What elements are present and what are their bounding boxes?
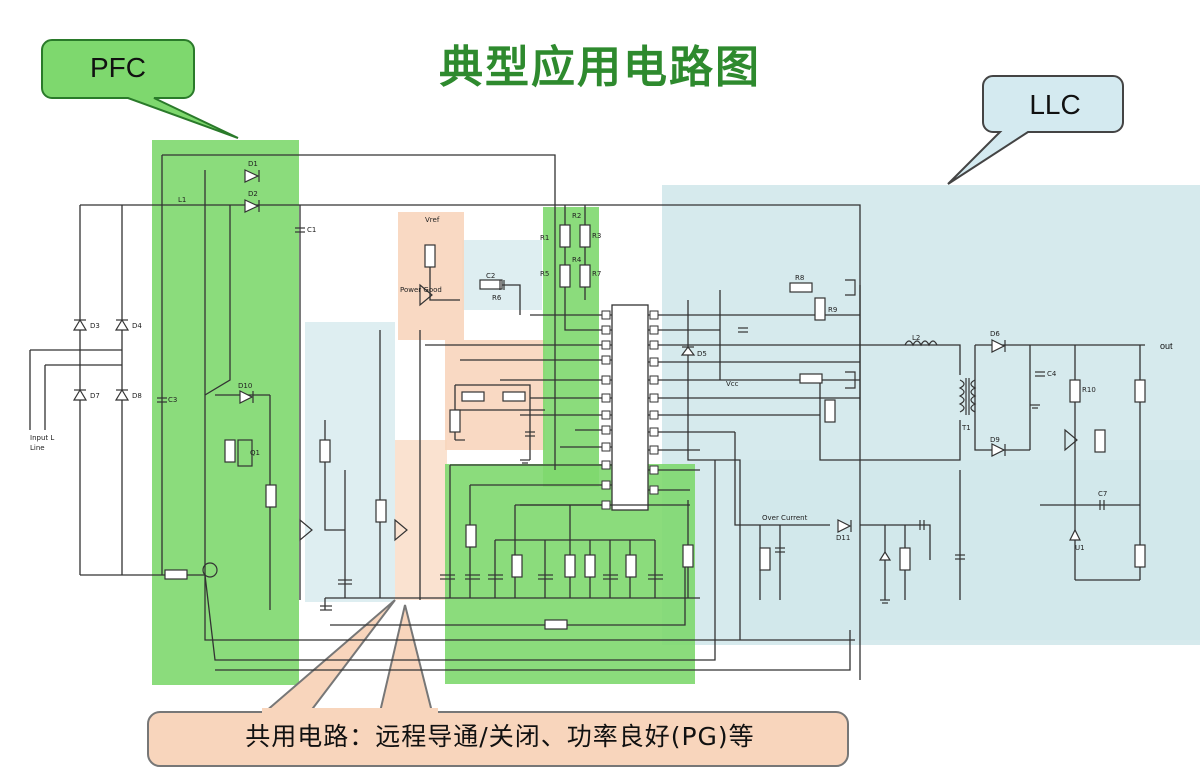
label-r2: R2 xyxy=(572,212,581,220)
page-title: 典型应用电路图 xyxy=(439,42,761,93)
label-d4: D4 xyxy=(132,322,142,330)
pfc-callout-label: PFC xyxy=(90,52,146,83)
label-u1: U1 xyxy=(1075,544,1085,552)
label-t1: T1 xyxy=(961,424,971,432)
label-input-n: Line xyxy=(30,444,45,452)
shared-circuit-callout-label: 共用电路：远程导通/关闭、功率良好(PG)等 xyxy=(245,722,755,751)
label-r10: R10 xyxy=(1082,386,1096,394)
label-d5: D5 xyxy=(697,350,707,358)
label-l2: L2 xyxy=(912,334,920,342)
label-r3: R3 xyxy=(592,232,601,240)
label-r9: R9 xyxy=(828,306,837,314)
label-d8: D8 xyxy=(132,392,142,400)
label-overcurrent: Over Current xyxy=(762,514,808,522)
label-q1: Q1 xyxy=(250,449,260,457)
shared-callout xyxy=(147,599,849,767)
label-d10: D10 xyxy=(238,382,252,390)
label-r4: R4 xyxy=(572,256,582,264)
label-c2: C2 xyxy=(486,272,495,280)
label-input-l: Input L xyxy=(30,434,54,442)
label-vref: Vref xyxy=(425,216,440,224)
label-d7: D7 xyxy=(90,392,100,400)
label-c1: C1 xyxy=(307,226,316,234)
llc-callout xyxy=(947,75,1124,185)
label-power-good: Power Good xyxy=(400,286,442,294)
label-r6: R6 xyxy=(492,294,502,302)
label-out: out xyxy=(1160,341,1173,351)
label-r8: R8 xyxy=(795,274,804,282)
label-d9: D9 xyxy=(990,436,1000,444)
label-d11: D11 xyxy=(836,534,850,542)
label-c4: C4 xyxy=(1047,370,1057,378)
label-r5: R5 xyxy=(540,270,549,278)
label-l1: L1 xyxy=(178,196,186,204)
ic-pins xyxy=(601,310,659,510)
shared-region xyxy=(395,212,545,600)
label-d6: D6 xyxy=(990,330,1000,338)
label-d1: D1 xyxy=(248,160,258,168)
label-vcc: Vcc xyxy=(726,380,739,388)
pfc-callout xyxy=(41,39,239,139)
label-c7: C7 xyxy=(1098,490,1107,498)
label-d3: D3 xyxy=(90,322,100,330)
label-d2: D2 xyxy=(248,190,258,198)
pfc-region xyxy=(152,140,695,685)
components xyxy=(72,169,1146,630)
label-r1: R1 xyxy=(540,234,549,242)
component-labels: D1 D2 D3 D4 D7 D8 L1 C1 C3 Q1 U1 T1 L2 D… xyxy=(30,160,1173,552)
label-r7: R7 xyxy=(592,270,601,278)
label-c3: C3 xyxy=(168,396,177,404)
llc-callout-label: LLC xyxy=(1029,89,1081,120)
